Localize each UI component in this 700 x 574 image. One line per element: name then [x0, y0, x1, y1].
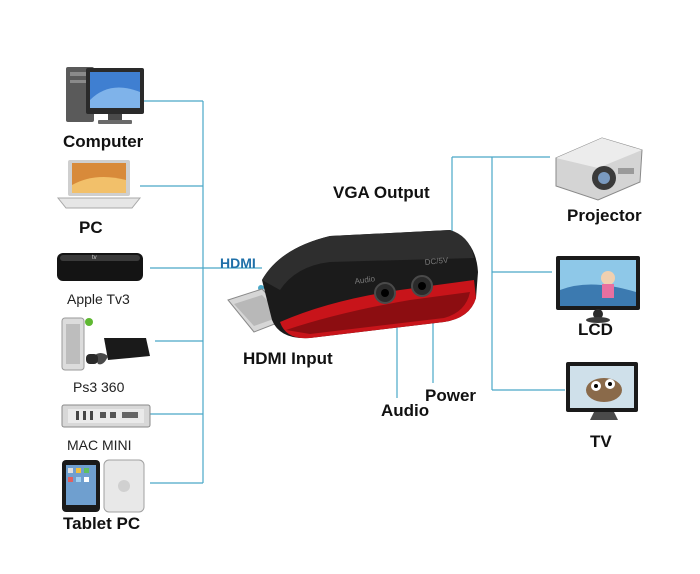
mac-mini-icon — [61, 404, 151, 428]
apple-tv-icon: tv — [57, 253, 143, 281]
vga-output-label: VGA Output — [333, 183, 430, 202]
hdmi-tag-label: HDMI — [220, 255, 256, 271]
hdmi-input-label: HDMI Input — [243, 349, 333, 368]
audio-port-label: Audio — [381, 401, 430, 420]
source-label-mac-mini: MAC MINI — [67, 437, 132, 453]
source-label-game-consoles: Ps3 360 — [73, 379, 125, 395]
svg-text:tv: tv — [92, 255, 97, 261]
desktop-computer-icon — [66, 67, 144, 124]
laptop-icon — [56, 160, 142, 209]
output-label-lcd: LCD — [578, 320, 613, 339]
game-console-icon — [61, 317, 150, 371]
source-label-tablet: Tablet PC — [63, 514, 141, 533]
source-label-pc: PC — [79, 218, 103, 237]
source-label-apple-tv: Apple Tv3 — [67, 291, 130, 307]
source-label-computer: Computer — [63, 132, 144, 151]
power-port-label: Power — [425, 386, 477, 405]
output-label-tv: TV — [590, 432, 612, 451]
projector-icon — [555, 137, 643, 201]
output-label-projector: Projector — [567, 206, 642, 225]
tablet-icon — [62, 459, 145, 513]
hdmi-to-vga-adapter-image — [227, 230, 478, 339]
adapter-port-print-power: DC/5V — [424, 256, 449, 267]
tv-icon — [566, 362, 638, 420]
lcd-monitor-icon — [556, 256, 640, 323]
adapter-port-print-audio: Audio — [354, 274, 376, 286]
